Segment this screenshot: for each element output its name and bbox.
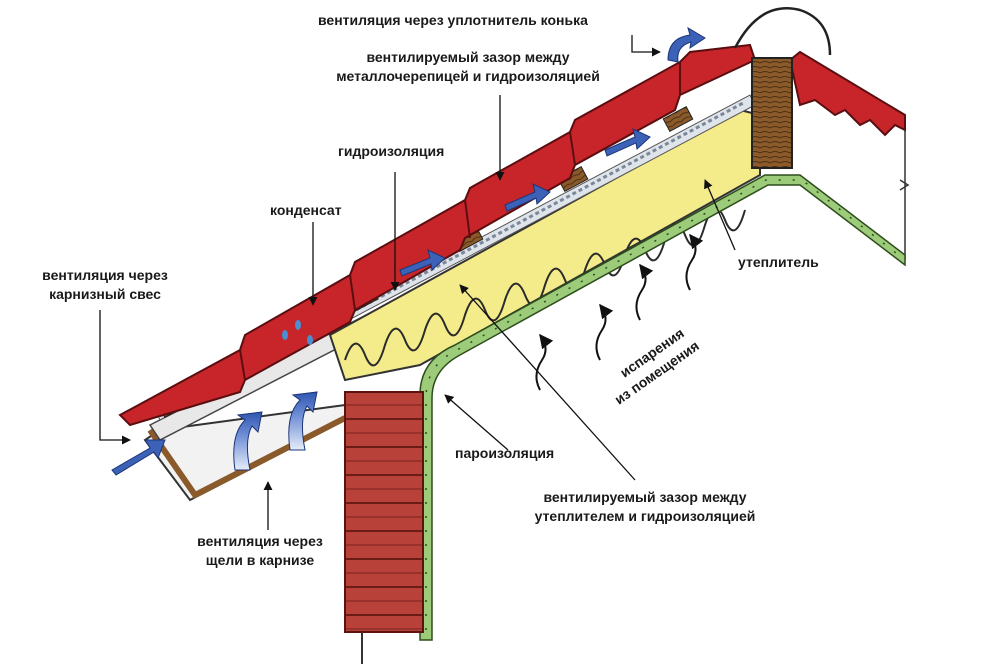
right-roof-slope [788, 50, 910, 260]
ridge-cap [733, 7, 832, 56]
label-soffit-vent: вентиляция через щели в карнизе [180, 532, 340, 570]
label-vapor-barrier: пароизоляция [455, 445, 555, 461]
label-ridge-vent: вентиляция через уплотнитель конька [318, 12, 588, 28]
label-gap-metal-line2: металлочерепицей и гидроизоляцией [336, 68, 600, 84]
vapor-barrier-ceiling [419, 174, 906, 641]
label-waterproofing: гидроизоляция [338, 143, 445, 159]
evaporation-arrows [535, 233, 704, 391]
label-soffit-vent-line2: щели в карнизе [205, 552, 315, 568]
label-gap-insul-line1: вентилируемый зазор между [543, 489, 747, 505]
ridge-beam [751, 57, 793, 169]
label-gap-insul-line2: утеплителем и гидроизоляцией [534, 508, 756, 524]
leader-lines [99, 35, 736, 530]
label-eave-vent-line2: карнизный свес [49, 286, 161, 302]
label-eave-vent-line1: вентиляция через [42, 267, 168, 283]
label-gap-metal: вентилируемый зазор между металлочерепиц… [318, 48, 618, 86]
label-gap-insul: вентилируемый зазор между утеплителем и … [510, 488, 780, 526]
brick-wall [344, 391, 424, 664]
label-gap-metal-line1: вентилируемый зазор между [366, 49, 570, 65]
label-condensate: конденсат [270, 202, 342, 218]
air-flow-arrows [111, 26, 706, 476]
label-eave-vent: вентиляция через карнизный свес [30, 266, 180, 304]
label-insulation: утеплитель [738, 254, 819, 270]
condensate-drops [282, 320, 313, 345]
label-soffit-vent-line1: вентиляция через [197, 533, 323, 549]
